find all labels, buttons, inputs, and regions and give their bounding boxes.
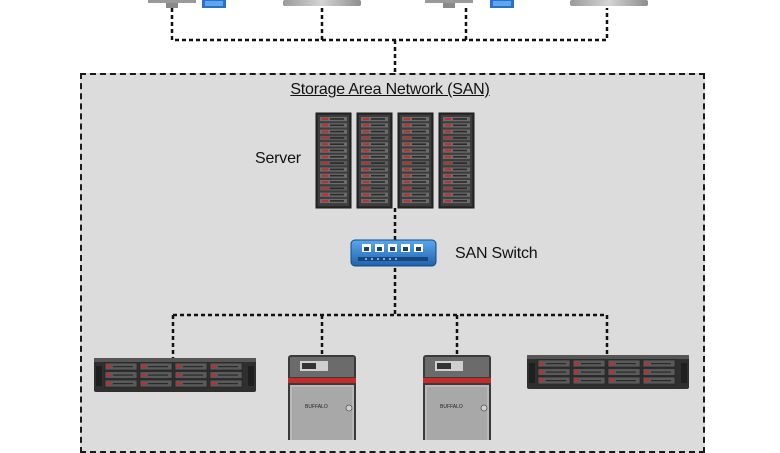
desktop-monitor-icon <box>425 0 514 8</box>
brand-text: BUFFALO <box>305 404 328 410</box>
desktop-monitor-icon <box>148 0 226 8</box>
rack-server-icon <box>438 112 475 209</box>
client-connectors <box>170 8 609 73</box>
diagram-canvas: BUFFALO BUFFALO <box>94 0 689 440</box>
rackmount-storage-icon <box>94 358 256 392</box>
switch-label: SAN Switch <box>455 245 538 262</box>
laptop-icon <box>283 0 361 6</box>
san-title: Storage Area Network (SAN) <box>290 81 490 98</box>
server-racks <box>315 112 475 209</box>
san-connectors <box>171 208 609 358</box>
rack-server-icon <box>315 112 352 209</box>
nas-tower-icon: BUFFALO <box>423 355 491 440</box>
brand-text: BUFFALO <box>440 404 463 410</box>
laptop-icon <box>570 0 648 6</box>
server-label: Server <box>255 150 301 167</box>
rackmount-storage-icon <box>527 355 689 389</box>
nas-tower-icon: BUFFALO <box>288 355 356 440</box>
rack-server-icon <box>397 112 434 209</box>
rack-server-icon <box>356 112 393 209</box>
network-switch-icon <box>350 239 437 267</box>
san-diagram: BUFFALO BUFFALO Storage Area Network (SA… <box>80 0 705 453</box>
